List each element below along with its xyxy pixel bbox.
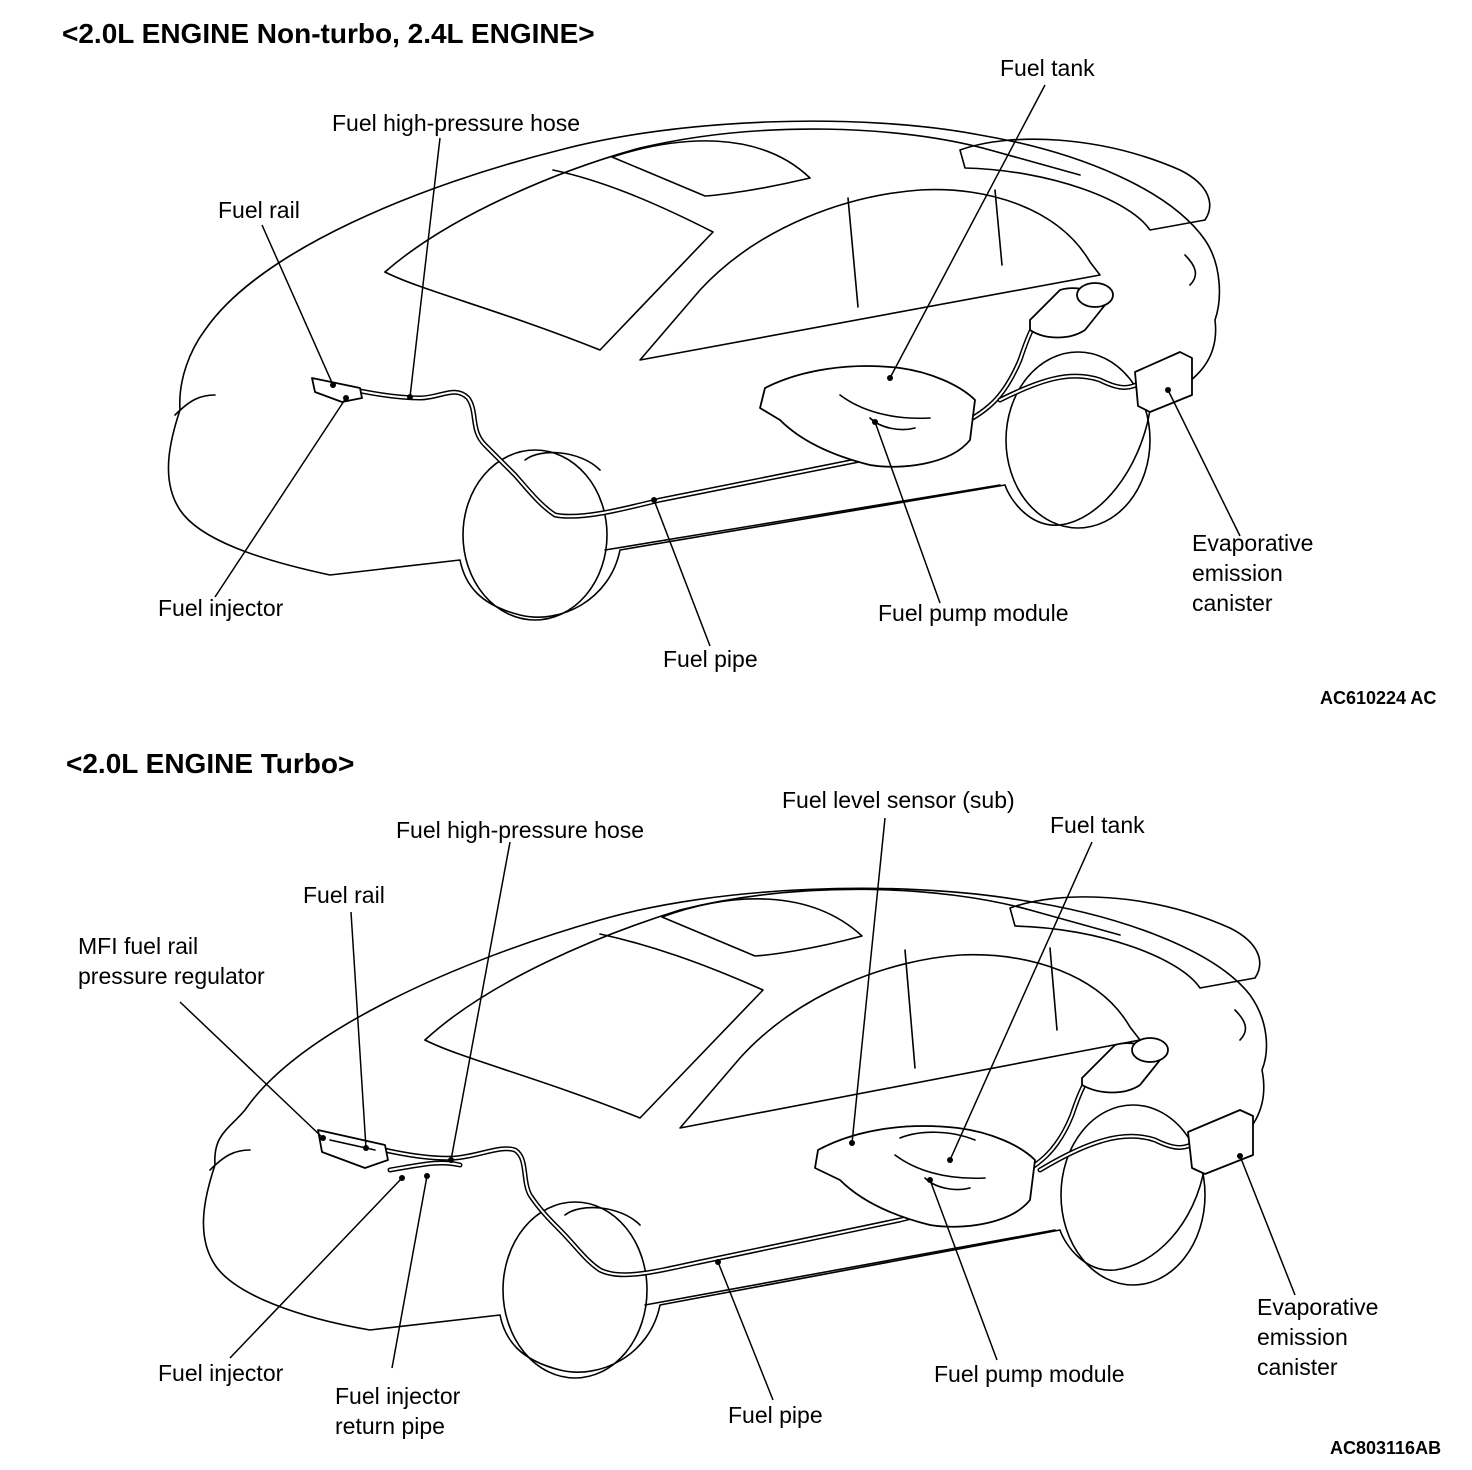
fuel-rail-part — [317, 1129, 389, 1169]
figure-code: AC610224 AC — [1320, 688, 1437, 708]
fuel-lines — [317, 302, 1148, 519]
car-fuel-system-illustration — [179, 817, 1296, 1401]
label-evaporative-emission-canister: Evaporative emission canister — [1257, 1294, 1379, 1380]
fuel-tank-part — [759, 365, 976, 468]
figure-code: AC803116AB — [1330, 1438, 1442, 1458]
car-fuel-system-illustration — [167, 84, 1241, 647]
label-fuel-high-pressure-hose: Fuel high-pressure hose — [396, 817, 645, 843]
label-fuel-injector-return-pipe: Fuel injector return pipe — [335, 1383, 461, 1439]
canister-part — [1187, 1109, 1254, 1175]
car-body-outline — [202, 887, 1268, 1379]
diagram-heading: <2.0L ENGINE Turbo> — [66, 748, 355, 779]
filler-neck-part — [1029, 282, 1114, 339]
leader-lines — [179, 817, 1296, 1401]
label-fuel-high-pressure-hose: Fuel high-pressure hose — [332, 110, 581, 136]
canister-part — [1134, 351, 1193, 413]
label-fuel-injector: Fuel injector — [158, 595, 284, 621]
filler-neck-part — [1081, 1037, 1169, 1094]
label-fuel-pipe: Fuel pipe — [728, 1402, 823, 1428]
label-fuel-pump-module: Fuel pump module — [934, 1361, 1125, 1387]
label-fuel-tank: Fuel tank — [1000, 55, 1095, 81]
label-fuel-pump-module: Fuel pump module — [878, 600, 1069, 626]
diagram-turbo: <2.0L ENGINE Turbo> — [0, 740, 1472, 1470]
label-fuel-rail: Fuel rail — [303, 882, 385, 908]
fuel-lines — [327, 1055, 1203, 1278]
label-fuel-injector: Fuel injector — [158, 1360, 284, 1386]
fuel-tank-part — [814, 1125, 1036, 1228]
diagram-non-turbo: <2.0L ENGINE Non-turbo, 2.4L ENGINE> — [0, 0, 1472, 720]
label-fuel-tank: Fuel tank — [1050, 812, 1145, 838]
label-evaporative-emission-canister: Evaporative emission canister — [1192, 530, 1314, 616]
car-body-outline — [167, 120, 1221, 621]
label-fuel-rail: Fuel rail — [218, 197, 300, 223]
diagram-heading: <2.0L ENGINE Non-turbo, 2.4L ENGINE> — [62, 18, 595, 49]
label-mfi-fuel-rail-pressure-regulator: MFI fuel rail pressure regulator — [78, 933, 265, 989]
fuel-rail-part — [311, 377, 363, 403]
label-fuel-level-sensor-sub: Fuel level sensor (sub) — [782, 787, 1015, 813]
label-fuel-pipe: Fuel pipe — [663, 646, 758, 672]
leader-lines — [214, 84, 1241, 647]
